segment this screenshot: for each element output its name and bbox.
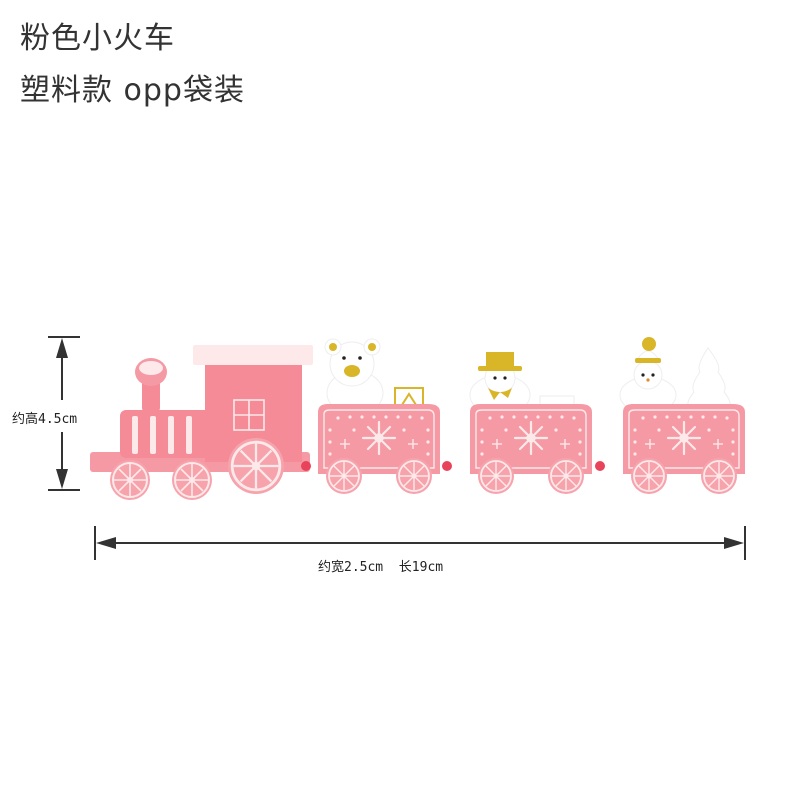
car-polar-bear — [318, 338, 452, 494]
height-label: 约高4.5cm — [12, 408, 78, 427]
product-title: 粉色小火车 — [20, 21, 175, 56]
product-subtitle: 塑料款 opp袋装 — [20, 73, 245, 108]
locomotive — [90, 345, 313, 501]
width-length-label: 约宽2.5cm 长19cm — [318, 556, 444, 575]
height-dimension — [48, 336, 80, 491]
car-snowman-tree — [619, 337, 745, 494]
car-snowman-top-hat — [470, 352, 605, 494]
length-dimension — [94, 526, 746, 560]
